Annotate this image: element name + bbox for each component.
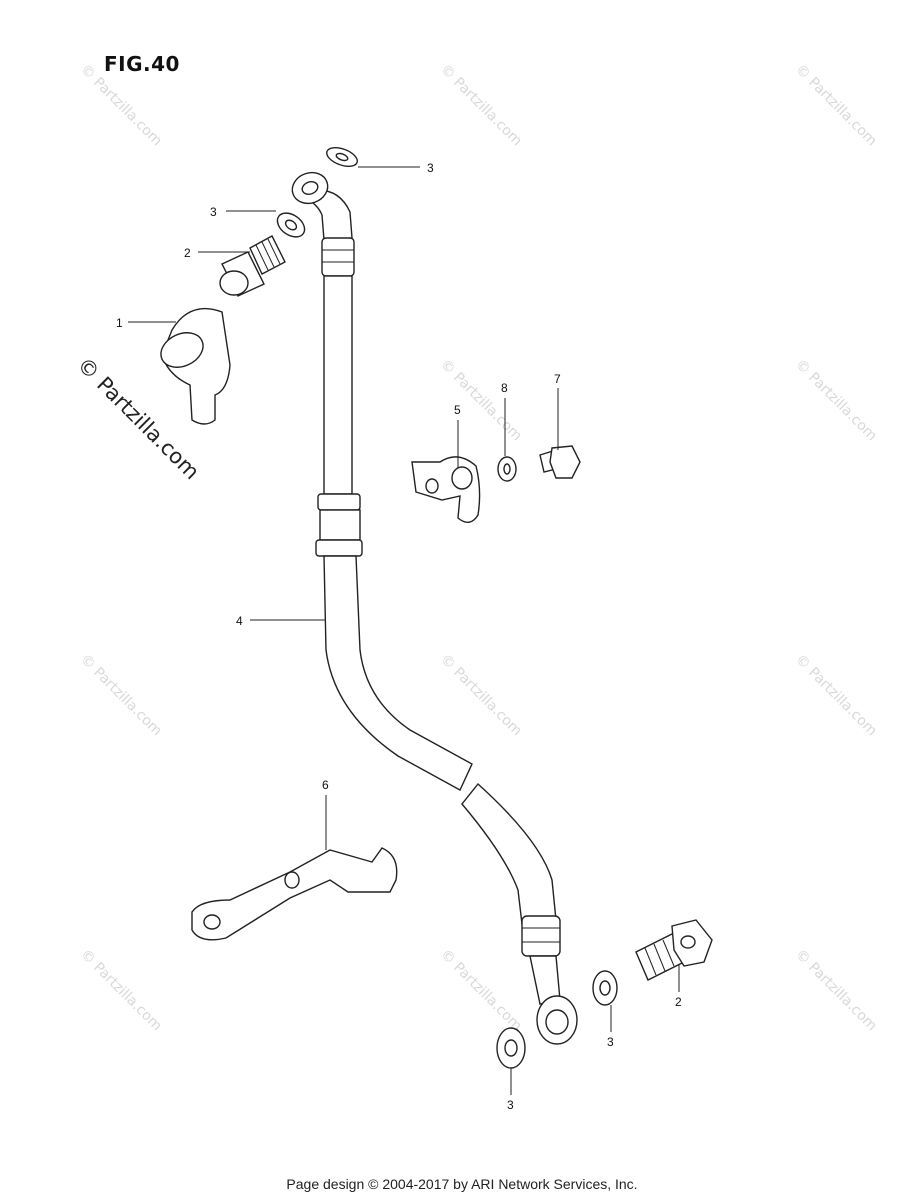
watermark: © Partzilla.com xyxy=(77,62,165,150)
washer-top-right xyxy=(326,147,358,167)
footer-copyright: Page design © 2004-2017 by ARI Network S… xyxy=(286,1176,638,1192)
callout-5: 5 xyxy=(454,403,461,417)
watermark: © Partzilla.com xyxy=(792,947,880,1035)
watermark: © Partzilla.com xyxy=(437,357,525,445)
callout-6: 6 xyxy=(322,778,329,792)
washer-top-left xyxy=(276,212,306,238)
watermark: © Partzilla.com xyxy=(792,62,880,150)
washer-8 xyxy=(497,456,517,482)
watermark: © Partzilla.com xyxy=(77,947,165,1035)
rubber-cap xyxy=(160,307,231,425)
bolt-7 xyxy=(539,445,581,479)
union-bolt-bottom xyxy=(635,919,713,981)
leader-lines xyxy=(128,166,680,1095)
callout-1: 1 xyxy=(116,316,123,330)
watermark: © Partzilla.com xyxy=(77,652,165,740)
figure-title: FIG.40 xyxy=(104,52,180,76)
parts-diagram: © Partzilla.com © Partzilla.com © Partzi… xyxy=(72,62,880,1112)
union-bolt-top xyxy=(219,235,286,297)
callout-labels: 3 3 2 1 4 5 8 7 6 2 3 3 xyxy=(116,161,682,1112)
watermark-grid: © Partzilla.com © Partzilla.com © Partzi… xyxy=(77,62,880,1035)
callout-7: 7 xyxy=(554,372,561,386)
washer-bottom-right xyxy=(592,970,618,1006)
hose-bracket xyxy=(191,847,398,941)
watermark: © Partzilla.com xyxy=(792,652,880,740)
hose-clamp xyxy=(411,456,481,523)
callout-4: 4 xyxy=(236,614,243,628)
watermark: © Partzilla.com xyxy=(437,652,525,740)
callout-8: 8 xyxy=(501,381,508,395)
callout-3: 3 xyxy=(427,161,434,175)
callout-2: 2 xyxy=(184,246,191,260)
callout-3: 3 xyxy=(607,1035,614,1049)
watermark: © Partzilla.com xyxy=(437,62,525,150)
brake-hose-lower xyxy=(323,555,578,1045)
watermark: © Partzilla.com xyxy=(792,357,880,445)
callout-3: 3 xyxy=(210,205,217,219)
callout-3: 3 xyxy=(507,1098,514,1112)
watermark: © Partzilla.com xyxy=(437,947,525,1035)
brake-hose-upper xyxy=(315,237,363,557)
washer-bottom-center xyxy=(496,1027,526,1069)
callout-2: 2 xyxy=(675,995,682,1009)
